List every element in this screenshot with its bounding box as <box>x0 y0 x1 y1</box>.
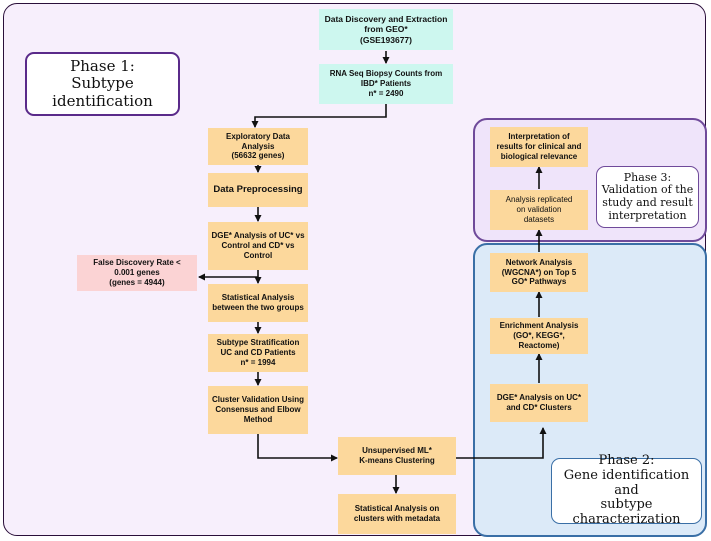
arrow-rnaseq-to-eda <box>251 104 387 128</box>
arrow-cluster-to-unsupervised <box>257 434 338 462</box>
data-discovery-box: Data Discovery and Extraction from GEO* … <box>319 9 453 50</box>
rna-seq-counts-box: RNA Seq Biopsy Counts from IBD* Patients… <box>319 64 453 104</box>
stat-two-groups-box: Statistical Analysis between the two gro… <box>208 284 308 322</box>
phase3-label: Phase 3: Validation of the study and res… <box>596 166 699 228</box>
cluster-validation-box: Cluster Validation Using Consensus and E… <box>208 386 308 434</box>
phase2-label: Phase 2: Gene identification and subtype… <box>551 453 702 527</box>
unsupervised-ml-box: Unsupervised ML* K-means Clustering <box>338 437 456 475</box>
network-analysis-box: Network Analysis (WGCNA*) on Top 5 GO* P… <box>490 253 588 292</box>
phase1-label: Phase 1: Subtype identification <box>25 52 180 116</box>
stat-clusters-metadata-box: Statistical Analysis on clusters with me… <box>338 494 456 534</box>
subtype-stratification-box: Subtype Stratification UC and CD Patient… <box>208 334 308 372</box>
enrichment-analysis-box: Enrichment Analysis (GO*, KEGG*, Reactom… <box>490 318 588 354</box>
interpretation-box: Interpretation of results for clinical a… <box>490 127 588 167</box>
data-preprocessing-box: Data Preprocessing <box>208 173 308 207</box>
analysis-replicated-box: Analysis replicated on validation datase… <box>490 190 588 230</box>
dge-clusters-box: DGE* Analysis on UC* and CD* Clusters <box>490 384 588 422</box>
fdr-filter-box: False Discovery Rate < 0.001 genes (gene… <box>77 255 197 291</box>
arrow-unsupervised-to-dge-clusters <box>456 427 547 459</box>
dge-uc-cd-control-box: DGE* Analysis of UC* vs Control and CD* … <box>208 222 308 270</box>
eda-box: Exploratory Data Analysis (56632 genes) <box>208 128 308 165</box>
